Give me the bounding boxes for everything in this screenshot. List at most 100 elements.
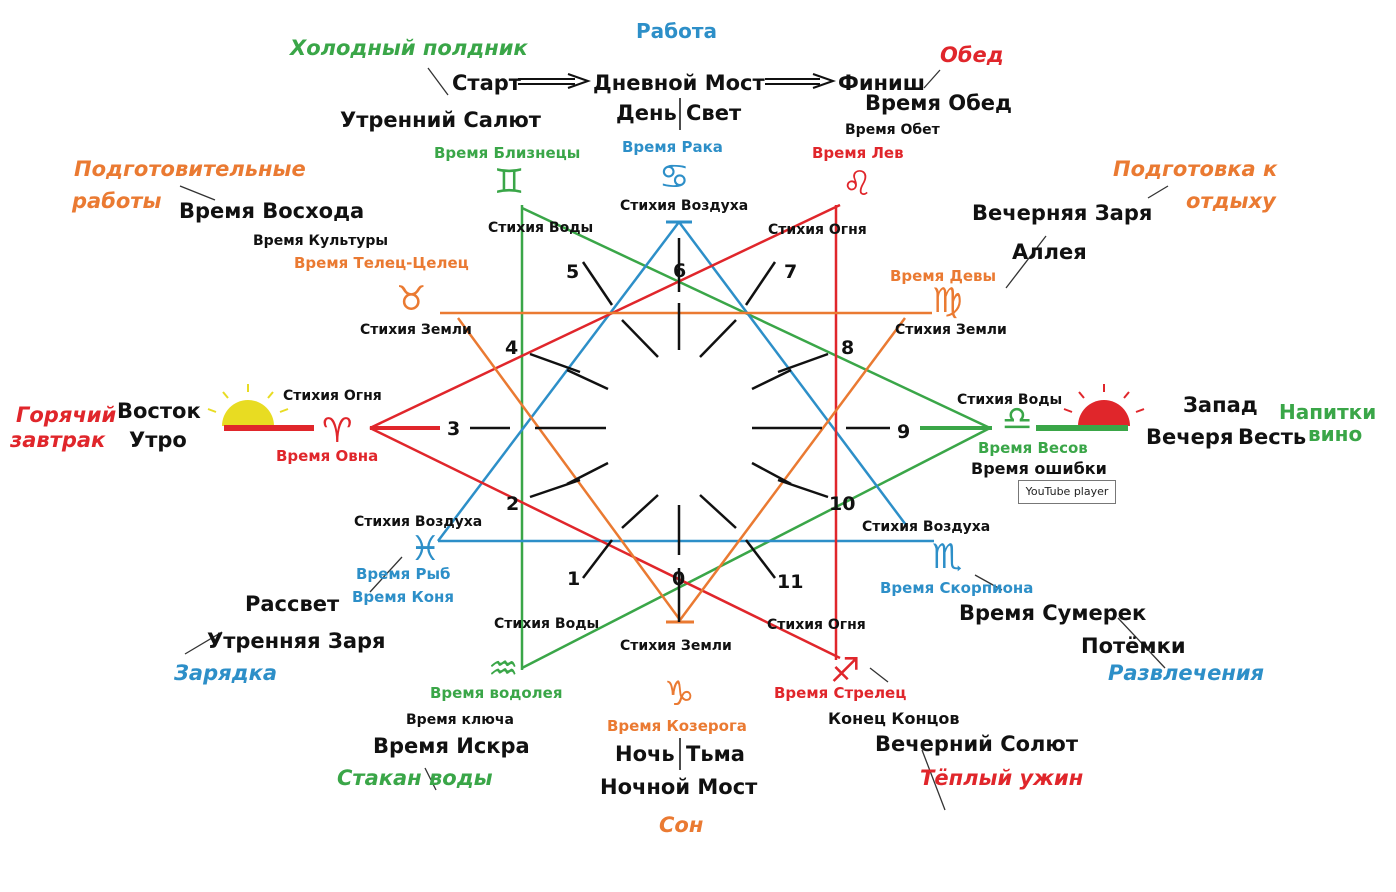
evening-meal-label: Вечеря bbox=[1146, 425, 1233, 449]
night-label: Ночь bbox=[615, 742, 675, 766]
arrow-start-to-bridge bbox=[518, 73, 592, 89]
glass-of-water-note: Стакан воды bbox=[337, 766, 493, 790]
fire-element-bottomright: Стихия Огня bbox=[767, 617, 866, 633]
water-element-right: Стихия Воды bbox=[957, 392, 1062, 408]
hot-breakfast-note-line2: завтрак bbox=[9, 428, 106, 452]
sunset-symbol bbox=[1036, 384, 1145, 431]
tick-5-inner bbox=[621, 319, 659, 358]
lunch-time-label: Время Обед bbox=[865, 91, 1012, 115]
arrow-bridge-to-finish bbox=[765, 73, 837, 89]
work-label: Работа bbox=[636, 19, 717, 43]
pisces-time-label: Время Рыб bbox=[356, 565, 451, 583]
culture-time-label: Время Культуры bbox=[253, 233, 388, 249]
tick-7-outer bbox=[744, 261, 777, 306]
hour-11: 11 bbox=[777, 571, 803, 593]
prep-rest-note-line1: Подготовка к bbox=[1113, 157, 1278, 181]
hour-numbers: 0 1 2 3 4 5 6 7 8 9 10 11 bbox=[447, 260, 910, 593]
fire-element-left: Стихия Огня bbox=[283, 388, 382, 404]
air-element-left: Стихия Воздуха bbox=[354, 514, 482, 530]
tick-7-inner bbox=[699, 319, 737, 358]
earth-line-right bbox=[678, 317, 907, 621]
earth-line-left bbox=[456, 317, 682, 621]
water-line-upper bbox=[521, 206, 991, 430]
aquarius-icon: ♒ bbox=[488, 649, 518, 689]
tick-2-inner bbox=[566, 461, 609, 486]
hour-8: 8 bbox=[841, 337, 854, 359]
exercise-note: Зарядка bbox=[173, 661, 277, 685]
tick-8-outer bbox=[777, 352, 829, 374]
sagittarius-icon: ♐ bbox=[830, 651, 860, 691]
tick-4-outer bbox=[529, 352, 581, 374]
drinks-note-line1: Напитки bbox=[1279, 400, 1376, 424]
obet-time-label: Время Обет bbox=[845, 122, 941, 138]
air-element-top: Стихия Воздуха bbox=[620, 198, 748, 214]
tick-1-outer bbox=[582, 539, 613, 579]
hour-ticks bbox=[470, 238, 890, 622]
day-bridge-label: Дневной Мост bbox=[593, 71, 765, 95]
hour-6: 6 bbox=[673, 260, 686, 282]
air-element-right: Стихия Воздуха bbox=[862, 519, 990, 535]
evening-salute-label: Вечерний Солют bbox=[875, 732, 1079, 756]
morning-dawn-label: Утренняя Заря bbox=[207, 629, 386, 653]
hour-7: 7 bbox=[784, 261, 797, 283]
earth-element-bottom: Стихия Земли bbox=[620, 638, 732, 654]
news-label: Весть bbox=[1238, 425, 1306, 449]
tick-10-outer bbox=[777, 478, 829, 499]
cold-snack-note: Холодный полдник bbox=[288, 36, 528, 60]
scorpio-time-label: Время Скорпиона bbox=[880, 579, 1033, 597]
day-label: День bbox=[616, 101, 677, 125]
entertainment-note: Развлечения bbox=[1108, 661, 1264, 685]
tick-1-inner bbox=[621, 494, 659, 529]
connector-strokes bbox=[179, 67, 1169, 811]
light-label: Свет bbox=[686, 101, 742, 125]
morning-salute-label: Утренний Салют bbox=[340, 108, 542, 132]
spark-time-label: Время Искра bbox=[373, 734, 530, 758]
fire-line-lower bbox=[369, 426, 841, 660]
cancer-time-label: Время Рака bbox=[622, 138, 723, 156]
aries-icon: ♈ bbox=[322, 411, 352, 451]
water-element-topleft: Стихия Воды bbox=[488, 220, 593, 236]
finish-label: Финиш bbox=[838, 71, 925, 95]
tick-5-outer bbox=[581, 261, 614, 306]
virgo-time-label: Время Девы bbox=[890, 267, 996, 285]
dawn-label: Рассвет bbox=[245, 592, 340, 616]
lunch-note: Обед bbox=[940, 43, 1004, 67]
hour-5: 5 bbox=[566, 261, 579, 283]
gemini-icon: ♊ bbox=[494, 162, 524, 202]
night-bridge-label: Ночной Мост bbox=[600, 775, 758, 799]
fire-line-upper bbox=[369, 203, 841, 430]
earth-element-left: Стихия Земли bbox=[360, 322, 472, 338]
key-time-label: Время ключа bbox=[406, 712, 514, 728]
morning-label: Утро bbox=[129, 428, 187, 452]
sunrise-time-label: Время Восхода bbox=[179, 199, 364, 223]
libra-icon: ♎ bbox=[1002, 399, 1032, 439]
tick-10-inner bbox=[751, 461, 792, 486]
end-of-ends-label: Конец Концов bbox=[828, 709, 960, 728]
capricorn-time-label: Время Козерога bbox=[607, 717, 747, 735]
tick-8-inner bbox=[751, 368, 792, 391]
pisces-icon: ♓ bbox=[410, 529, 440, 569]
aries-time-label: Время Овна bbox=[276, 447, 378, 465]
fire-element-topright: Стихия Огня bbox=[768, 222, 867, 238]
sunrise-symbol bbox=[207, 384, 314, 431]
taurus-time-label: Время Телец-Целец bbox=[294, 254, 469, 272]
capricorn-icon: ♑ bbox=[664, 674, 694, 714]
hour-0: 0 bbox=[672, 568, 685, 590]
leo-icon: ♌ bbox=[842, 164, 872, 204]
prep-work-note-line1: Подготовительные bbox=[74, 157, 306, 181]
hour-9: 9 bbox=[897, 421, 910, 443]
hour-2: 2 bbox=[506, 493, 519, 515]
air-line-left bbox=[437, 221, 680, 542]
hour-3: 3 bbox=[447, 418, 460, 440]
start-label: Старт bbox=[452, 71, 522, 95]
darkness-label: Потёмки bbox=[1081, 634, 1186, 658]
prep-rest-note-line2: отдыху bbox=[1186, 189, 1277, 213]
tick-4-inner bbox=[566, 368, 609, 391]
water-element-bottomleft: Стихия Воды bbox=[494, 616, 599, 632]
prep-work-note-line2: работы bbox=[71, 189, 161, 213]
hour-10: 10 bbox=[829, 493, 855, 515]
earth-element-right: Стихия Земли bbox=[895, 322, 1007, 338]
hour-4: 4 bbox=[505, 337, 518, 359]
youtube-player-tooltip: YouTube player bbox=[1018, 480, 1116, 504]
